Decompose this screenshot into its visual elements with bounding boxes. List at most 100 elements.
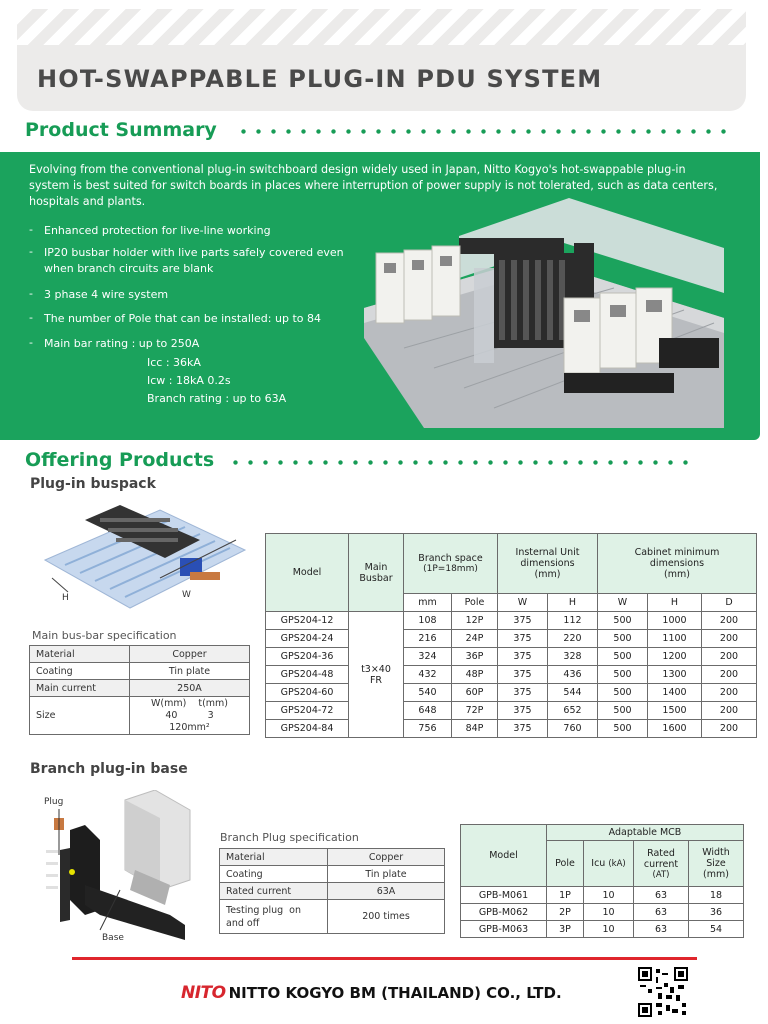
dim-h-label: H [62, 593, 69, 603]
internal-dims-unit: (mm) [534, 569, 561, 580]
table-row: Coating Tin plate [219, 865, 445, 883]
table-cell: 112 [547, 611, 598, 630]
subheader-d: D [701, 593, 757, 612]
table-cell: 200 [701, 629, 757, 648]
product-summary-heading: Product Summary [25, 119, 217, 141]
col-header-branch-space: Branch space (1P=18mm) [403, 533, 498, 594]
spec-value: Tin plate [129, 662, 250, 680]
table-cell: 63 [633, 920, 689, 938]
col-header-cabinet: Cabinet minimum dimensions (mm) [597, 533, 757, 594]
footer-divider [72, 957, 697, 960]
mcb-model-table: Model Adaptable MCB Pole Icu (kA) Rated … [460, 824, 744, 938]
qr-code-icon [638, 967, 688, 1017]
table-cell: 760 [547, 719, 598, 738]
plug-spec-table: Material Copper Coating Tin plate Rated … [219, 848, 445, 934]
spec-label: Main current [29, 679, 130, 697]
table-cell: 36 [688, 903, 744, 921]
subheader-pole: Pole [451, 593, 498, 612]
bullet-dash: - [29, 223, 33, 236]
table-header-row: Model Main Busbar Branch space (1P=18mm)… [265, 533, 757, 612]
table-cell: 63 [633, 903, 689, 921]
spec-label: Testing plug on and off [219, 899, 328, 934]
table-cell: 10 [583, 903, 634, 921]
offering-products-heading: Offering Products [25, 449, 215, 471]
table-cell: 10 [583, 920, 634, 938]
col-header-model: Model [265, 533, 349, 612]
spec-label: Rated current [219, 882, 328, 900]
table-cell: 500 [597, 683, 648, 702]
table-cell: 652 [547, 701, 598, 720]
testing-label-line-1: Testing plug on [226, 904, 302, 916]
plug-label: Plug [44, 797, 63, 807]
table-cell: 375 [497, 665, 548, 684]
summary-intro: Evolving from the conventional plug-in s… [29, 163, 718, 208]
spec-label: Coating [219, 865, 328, 883]
table-cell: 108 [403, 611, 452, 630]
testing-label-line-2: and off [226, 917, 260, 929]
busbar-spec-caption: Main bus-bar specification [32, 629, 177, 642]
col-header-pole: Pole [546, 840, 584, 887]
table-header-row: Model Adaptable MCB [460, 824, 744, 887]
table-cell: 48P [451, 665, 498, 684]
size-line-3: 120mm² [169, 721, 210, 733]
table-cell: 324 [403, 647, 452, 666]
table-cell: 200 [701, 665, 757, 684]
model-cell: GPS204-48 [265, 665, 349, 684]
table-cell: 1300 [647, 665, 702, 684]
table-cell: 1500 [647, 701, 702, 720]
table-cell: 1600 [647, 719, 702, 738]
table-cell: 1100 [647, 629, 702, 648]
table-cell: 500 [597, 611, 648, 630]
table-subheader-row: mm Pole W H W H D [266, 593, 757, 612]
table-cell: 756 [403, 719, 452, 738]
table-cell: 1200 [647, 647, 702, 666]
decorative-stripes [17, 9, 746, 45]
table-cell: 500 [597, 647, 648, 666]
table-cell: 1000 [647, 611, 702, 630]
base-label: Base [102, 933, 124, 943]
plug-in-buspack-heading: Plug-in buspack [30, 476, 156, 492]
heading-dot-leader [236, 129, 726, 134]
model-cell: GPS204-72 [265, 701, 349, 720]
table-cell: 24P [451, 629, 498, 648]
spec-label: Coating [29, 662, 130, 680]
feature-text: 3 phase 4 wire system [44, 288, 169, 301]
table-cell: 2P [546, 903, 584, 921]
table-cell: 200 [701, 647, 757, 666]
feature-text: The number of Pole that can be installed… [44, 312, 321, 325]
cabinet-label: Cabinet minimum dimensions [634, 547, 720, 569]
subheader-h: H [547, 593, 598, 612]
table-cell: 648 [403, 701, 452, 720]
table-cell: 375 [497, 683, 548, 702]
table-cell: 72P [451, 701, 498, 720]
table-cell: 375 [497, 629, 548, 648]
busbar-type: FR [369, 674, 383, 686]
col-header-rated-current: Rated current (AT) [633, 840, 689, 887]
table-cell: 375 [497, 647, 548, 666]
table-cell: 60P [451, 683, 498, 702]
spec-label: Size [29, 696, 130, 735]
rating-icw: Icw : 18kA 0.2s [147, 374, 231, 387]
model-cell: GPS204-24 [265, 629, 349, 648]
table-cell: 63 [633, 886, 689, 904]
table-cell: 375 [497, 701, 548, 720]
feature-text: IP20 busbar holder with live parts safel… [44, 246, 344, 275]
rated-label: Rated current [643, 847, 679, 870]
table-row: Testing plug on and off 200 times [219, 899, 445, 934]
table-row: Rated current 63A [219, 882, 445, 900]
table-row: Material Copper [219, 848, 445, 866]
spec-value: 63A [327, 882, 445, 900]
table-cell: 3P [546, 920, 584, 938]
table-cell: 375 [497, 719, 548, 738]
table-cell: 200 [701, 701, 757, 720]
table-cell: 36P [451, 647, 498, 666]
table-row: Size W(mm) t(mm) 40 3 120mm² [29, 696, 250, 735]
bullet-dash: - [29, 287, 33, 300]
